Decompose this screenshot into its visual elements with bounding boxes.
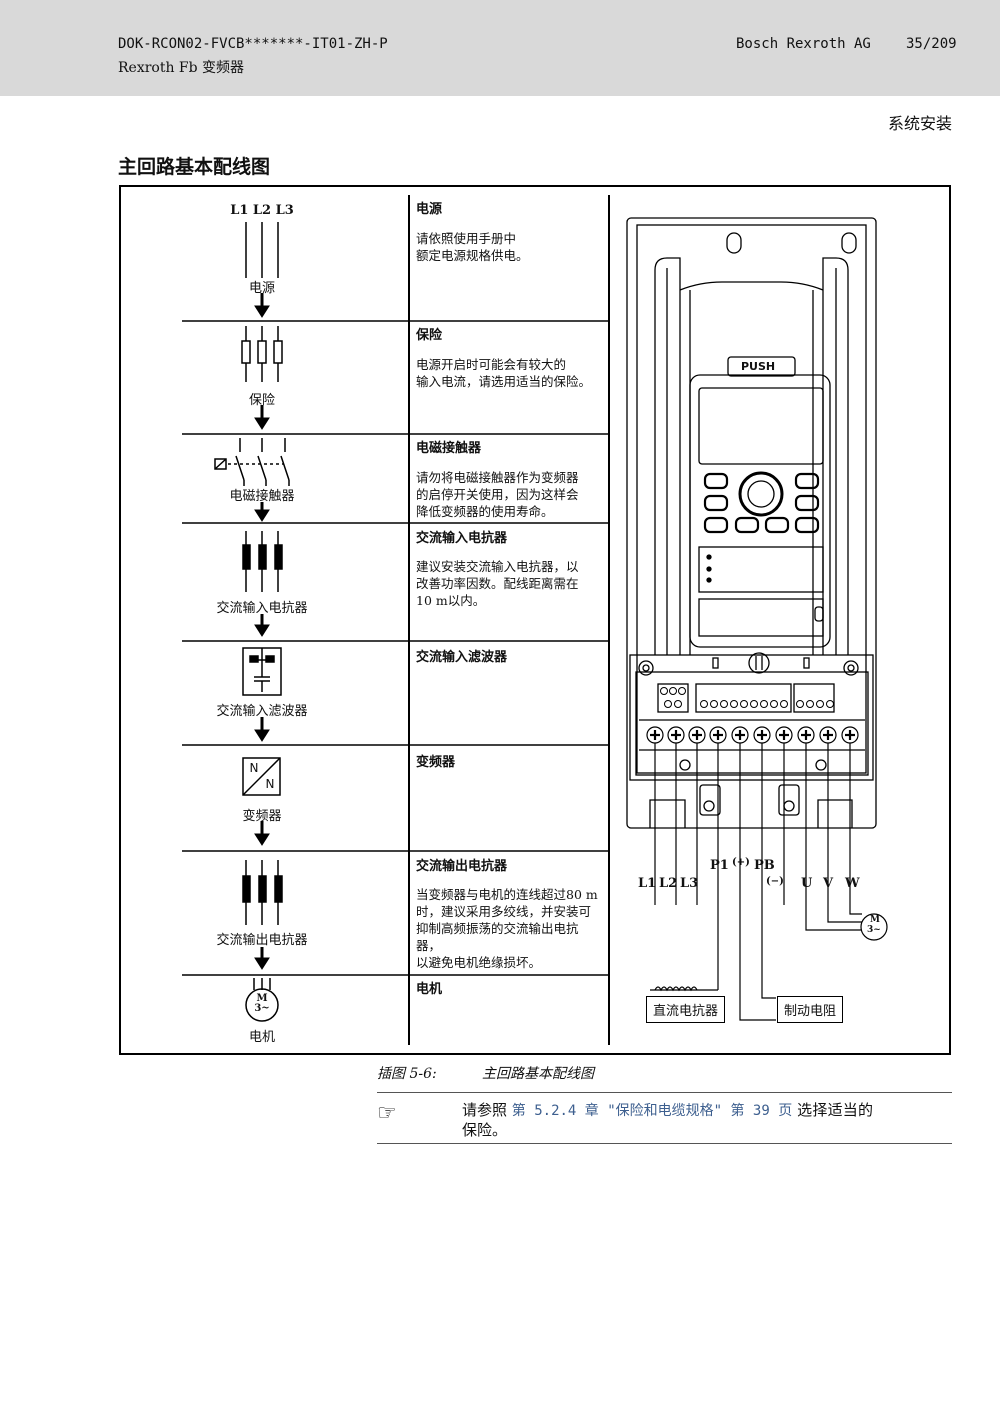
- label-l2: L2: [252, 203, 272, 218]
- row-title-fuse: 保险: [416, 328, 443, 343]
- terminal-label-v: V: [823, 876, 834, 891]
- desc-line: 电源开启时可能会有较大的: [416, 357, 567, 372]
- brake-resistor-label: 制动电阻: [777, 996, 844, 1023]
- terminal-label-l3: L3: [680, 876, 699, 891]
- row-desc-fuse: 电源开启时可能会有较大的 输入电流，请选用适当的保险。: [416, 356, 602, 390]
- symbol-label-output-reactor: 交流输出电抗器: [216, 933, 308, 948]
- note-post: 选择适当的: [792, 1101, 874, 1119]
- note-post2: 保险。: [462, 1121, 508, 1139]
- caption-text: 主回路基本配线图: [482, 1066, 594, 1082]
- row-title-contactor: 电磁接触器: [416, 441, 482, 456]
- terminal-label-plus: (+): [732, 857, 750, 868]
- motor-m: M: [870, 915, 880, 925]
- desc-line: 10 m以内。: [416, 593, 486, 608]
- push-label: PUSH: [741, 360, 776, 373]
- label-l3: L3: [275, 203, 294, 218]
- terminal-label-minus: (−): [766, 876, 784, 887]
- symbol-label-input-filter: 交流输入滤波器: [216, 704, 308, 719]
- row-desc-output-reactor: 当变频器与电机的连线超过80 m 时，建议采用多绞线，并安装可 抑制高频振荡的交…: [416, 886, 602, 971]
- symbol-label-inverter: 变频器: [242, 809, 282, 824]
- desc-line: 改善功率因数。配线距离需在: [416, 576, 579, 591]
- symbol-label-motor: 电机: [248, 1030, 275, 1045]
- symbol-label-power: 电源: [248, 281, 275, 296]
- terminal-wires: [650, 743, 888, 1021]
- row-title-power: 电源: [416, 202, 443, 217]
- note-box: ☞ 请参照 第 5.2.4 章 "保险和电缆规格" 第 39 页 选择适当的 保…: [377, 1092, 952, 1144]
- symbol-label-input-reactor: 交流输入电抗器: [216, 601, 308, 616]
- motor-symbol-m: M: [256, 993, 268, 1004]
- motor-symbol-3: 3~: [254, 1003, 270, 1014]
- desc-line: 额定电源规格供电。: [416, 248, 529, 263]
- page-number: 35/209: [906, 36, 957, 52]
- pointing-hand-icon: ☞: [377, 1101, 397, 1126]
- company-name: Bosch Rexroth AG: [736, 36, 871, 52]
- terminal-label-pb: PB: [754, 858, 775, 873]
- terminal-label-l1: L1: [638, 876, 657, 891]
- section-title: 主回路基本配线图: [118, 156, 271, 178]
- dc-reactor-label: 直流电抗器: [646, 996, 726, 1023]
- supply-labels: L1 L2 L3: [182, 203, 342, 218]
- inverter-symbol-n2: N: [265, 777, 275, 791]
- row-title-motor: 电机: [416, 982, 443, 997]
- note-text: 请参照 第 5.2.4 章 "保险和电缆规格" 第 39 页 选择适当的 保险。: [462, 1101, 952, 1140]
- terminal-label-l2: L2: [659, 876, 678, 891]
- chapter-title: 系统安装: [887, 114, 952, 133]
- row-desc-contactor: 请勿将电磁接触器作为变频器 的启停开关使用，因为这样会 降低变频器的使用寿命。: [416, 469, 602, 520]
- figure-caption: 插图 5-6: 主回路基本配线图: [377, 1063, 594, 1083]
- caption-label: 插图 5-6:: [377, 1066, 437, 1082]
- desc-line: 以避免电机绝缘损坏。: [416, 955, 542, 970]
- row-title-input-filter: 交流输入滤波器: [416, 650, 508, 665]
- desc-line: 建议安装交流输入电抗器，以: [416, 559, 579, 574]
- row-desc-input-reactor: 建议安装交流输入电抗器，以 改善功率因数。配线距离需在 10 m以内。: [416, 558, 602, 609]
- row-desc-power: 请依照使用手册中 额定电源规格供电。: [416, 230, 602, 264]
- wiring-figure: [119, 185, 951, 1055]
- product-name: Rexroth Fb 变频器: [118, 60, 245, 76]
- desc-line: 请勿将电磁接触器作为变频器: [416, 470, 579, 485]
- desc-line: 的启停开关使用，因为这样会: [416, 487, 579, 502]
- desc-line: 时，建议采用多绞线，并安装可: [416, 904, 592, 919]
- row-title-inverter: 变频器: [416, 755, 456, 770]
- desc-line: 请依照使用手册中: [416, 231, 517, 246]
- inverter-symbol-n1: N: [249, 761, 259, 775]
- page-header: DOK-RCON02-FVCB*******-IT01-ZH-P Rexroth…: [0, 0, 1000, 96]
- desc-line: 抑制高频振荡的交流输出电抗器，: [416, 921, 579, 953]
- note-pre: 请参照: [462, 1101, 512, 1119]
- symbol-label-contactor: 电磁接触器: [229, 489, 295, 504]
- symbol-label-fuse: 保险: [248, 393, 275, 408]
- inverter-device-drawing: [626, 217, 877, 829]
- desc-line: 当变频器与电机的连线超过80 m: [416, 887, 598, 902]
- desc-line: 输入电流，请选用适当的保险。: [416, 374, 592, 389]
- terminal-label-p1: P1: [710, 858, 729, 873]
- doc-code: DOK-RCON02-FVCB*******-IT01-ZH-P: [118, 36, 388, 52]
- motor-3: 3~: [867, 925, 881, 935]
- row-title-input-reactor: 交流输入电抗器: [416, 531, 508, 546]
- label-l1: L1: [230, 203, 249, 218]
- terminal-label-u: U: [801, 876, 813, 891]
- terminal-label-w: W: [845, 876, 860, 891]
- desc-line: 降低变频器的使用寿命。: [416, 504, 554, 519]
- note-link[interactable]: 第 5.2.4 章 "保险和电缆规格" 第 39 页: [511, 1103, 793, 1119]
- row-title-output-reactor: 交流输出电抗器: [416, 859, 508, 874]
